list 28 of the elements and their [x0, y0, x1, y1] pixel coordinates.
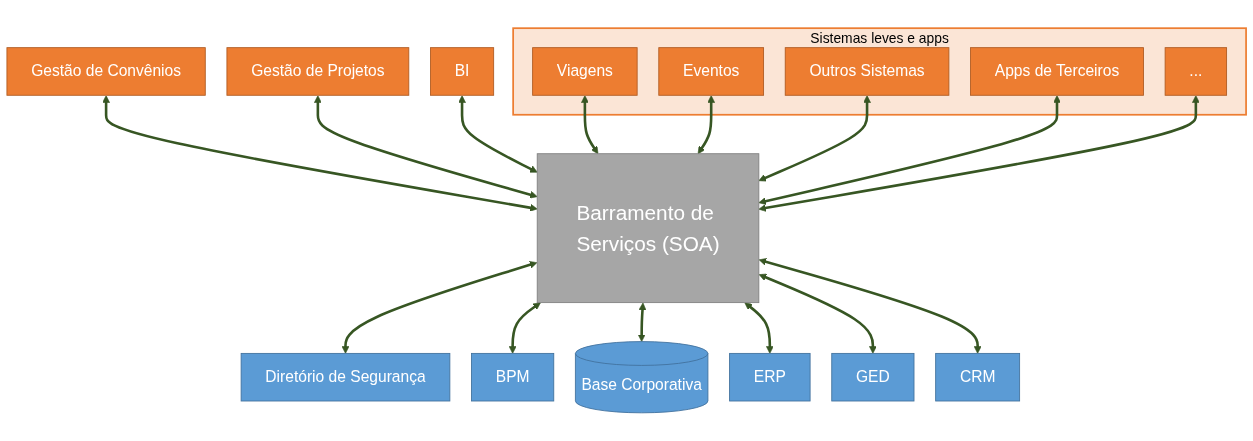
node-box: ERP	[729, 352, 811, 402]
arrow	[758, 273, 877, 354]
arrow	[458, 95, 538, 173]
arrow	[758, 95, 1200, 212]
node-box: Diretório de Segurança	[240, 352, 451, 402]
arrow	[508, 302, 541, 354]
node-box: Barramento de Serviços (SOA)	[536, 153, 760, 304]
arrow	[314, 95, 538, 199]
node-box: ...	[1164, 47, 1228, 96]
arrow	[102, 95, 538, 212]
node-box: CRM	[935, 352, 1021, 402]
node-box: BPM	[471, 352, 555, 402]
node-box: Apps de Terceiros	[970, 47, 1144, 96]
arrow	[341, 261, 538, 354]
node-box: Outros Sistemas	[784, 47, 950, 96]
node-box: BI	[430, 47, 495, 96]
arrow	[581, 95, 599, 155]
node-box: GED	[831, 352, 915, 402]
arrow	[697, 95, 715, 155]
arrow	[758, 95, 1061, 205]
arrow	[758, 258, 982, 354]
arrow	[637, 302, 647, 342]
node-box: Gestão de Convênios	[6, 47, 206, 96]
node-box: Eventos	[658, 47, 765, 96]
node-box: Gestão de Projetos	[226, 47, 410, 96]
arrow	[758, 95, 871, 182]
node-box: Viagens	[532, 47, 638, 96]
arrow	[744, 302, 774, 354]
